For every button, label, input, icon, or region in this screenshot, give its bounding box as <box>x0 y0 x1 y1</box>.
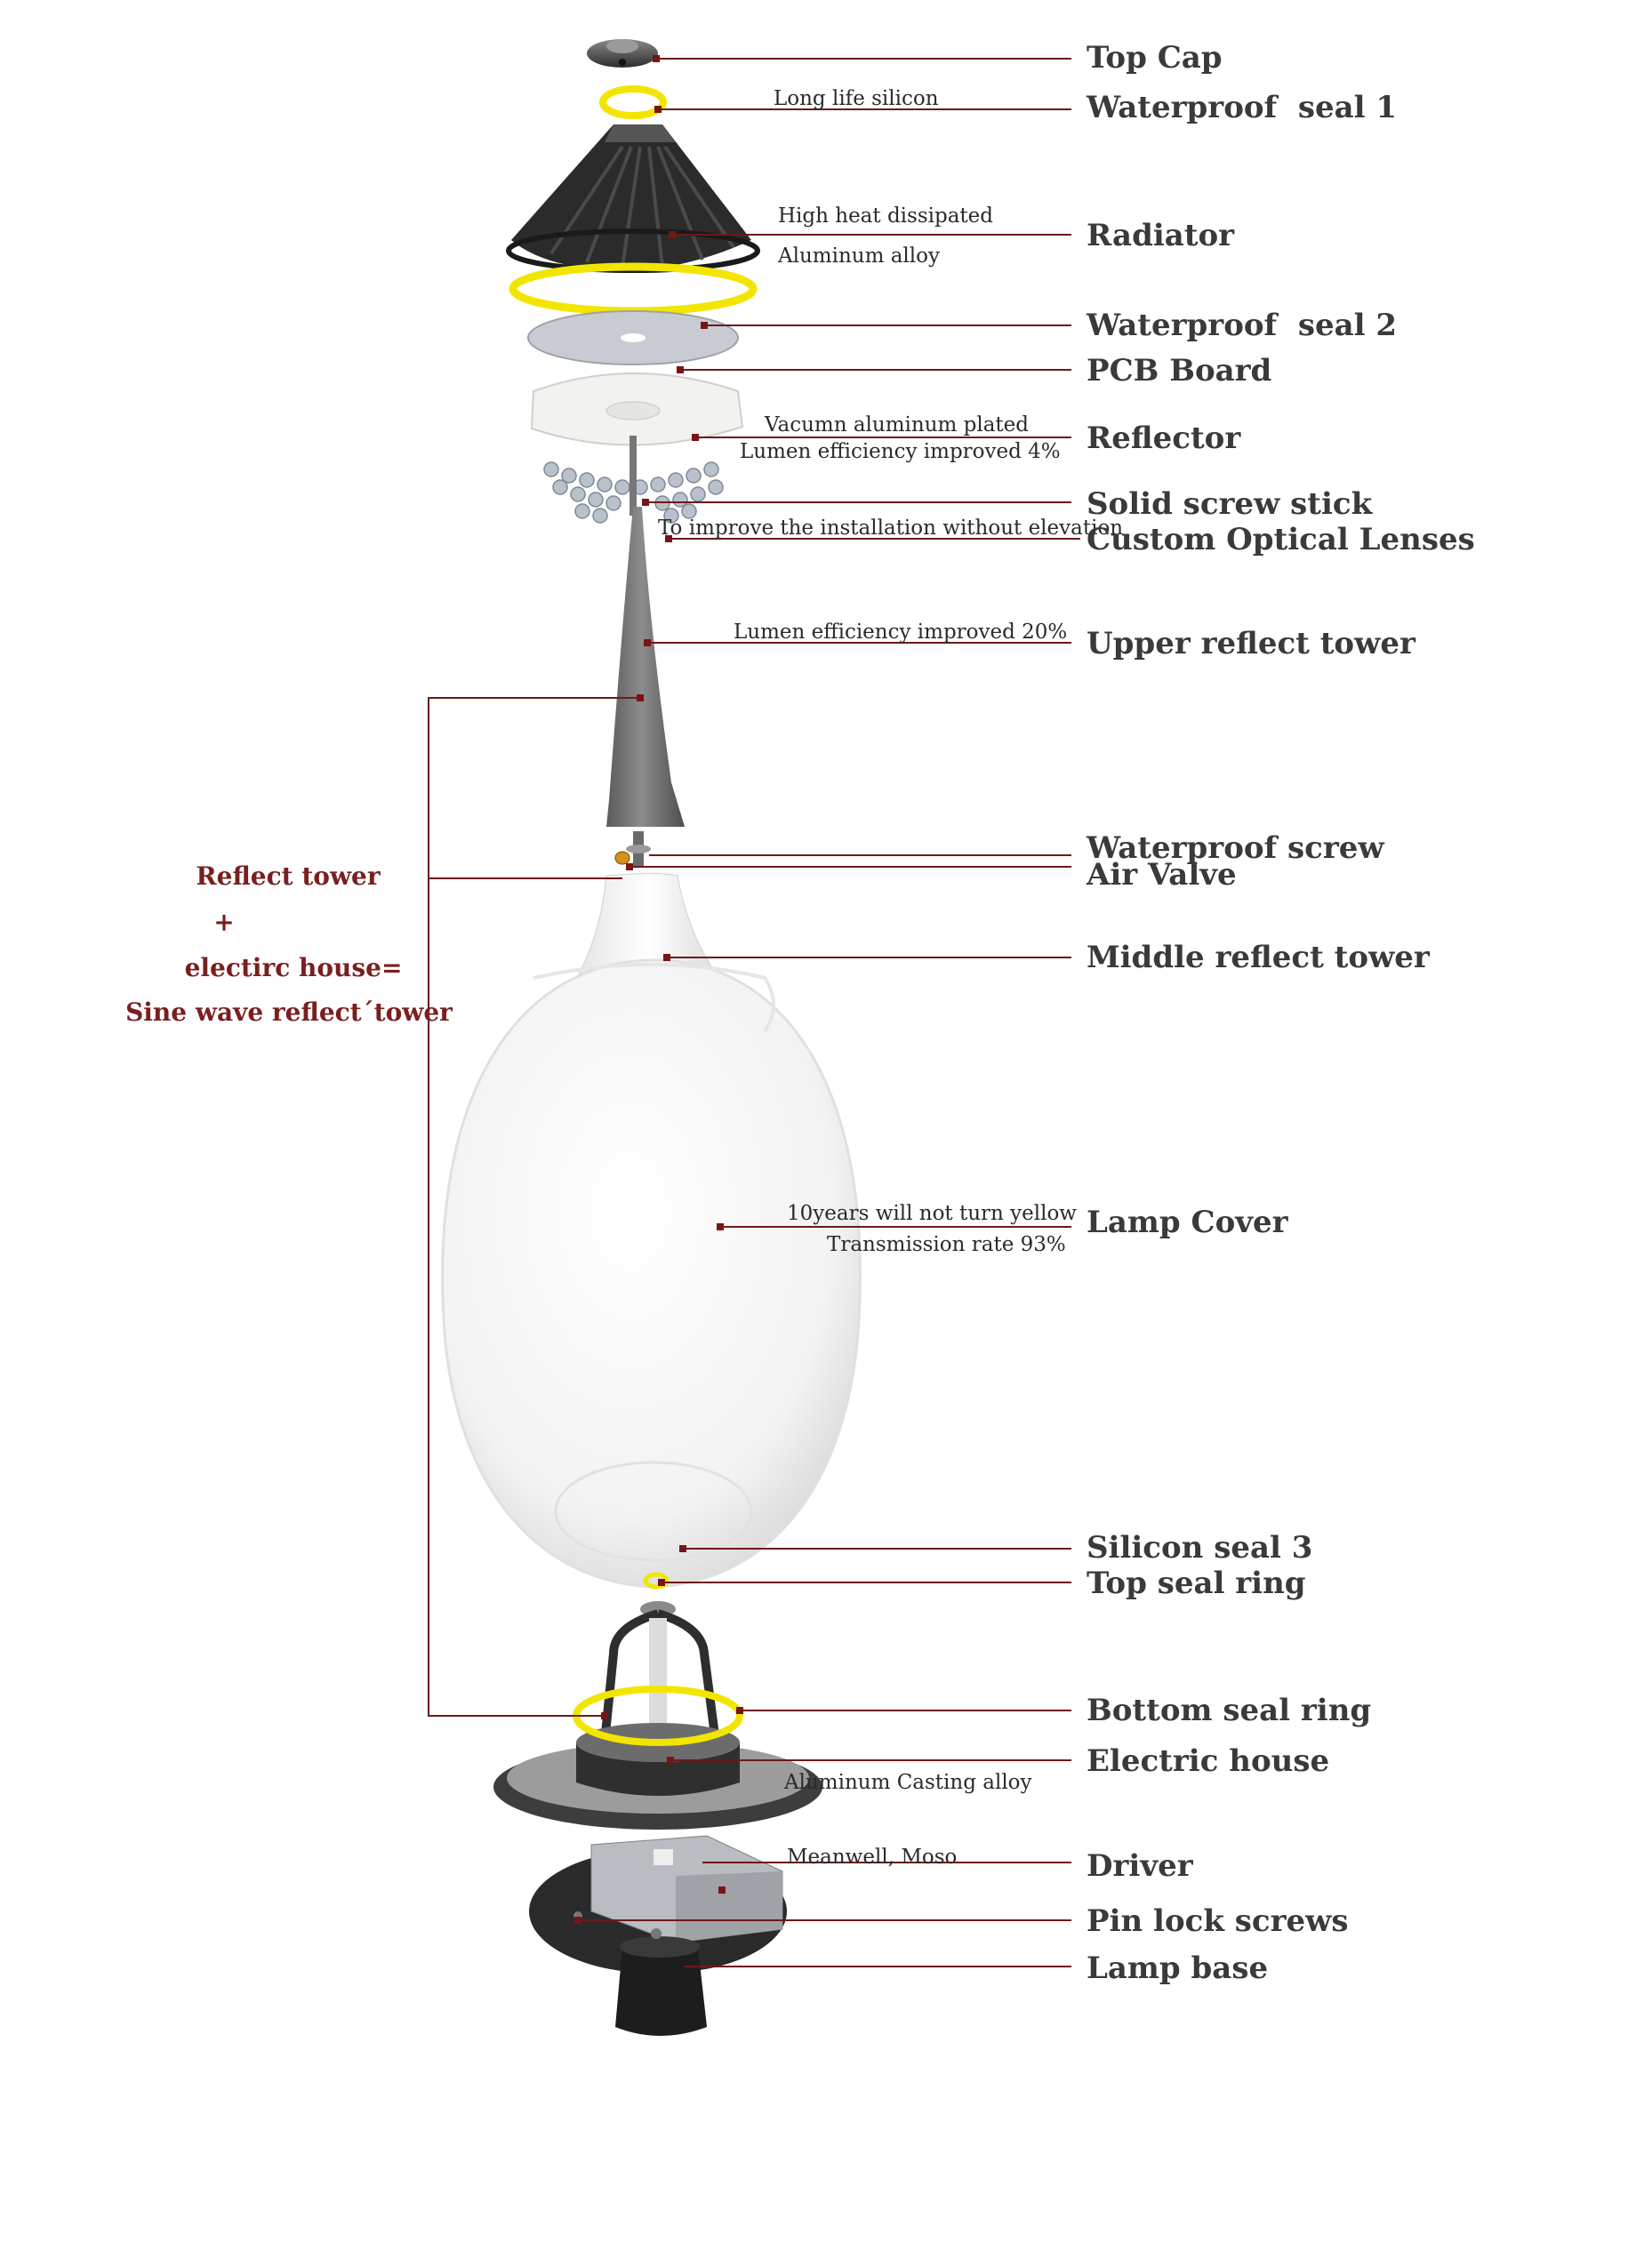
note-lamp-cover-2: Transmission rate 93% <box>827 1233 1066 1256</box>
label-solid-screw-stick: Solid screw stick <box>1087 486 1374 522</box>
side-note-line-2: + <box>213 908 234 937</box>
note-optical-lenses: To improve the installation without elev… <box>658 517 1123 540</box>
note-reflector-1: Vacumn aluminum plated <box>764 413 1029 437</box>
screw-stick-part <box>630 436 637 516</box>
label-top-cap: Top Cap <box>1087 40 1223 76</box>
reflector-part <box>530 372 744 446</box>
note-electric-house: Aluminum Casting alloy <box>783 1771 1032 1794</box>
label-radiator: Radiator <box>1087 218 1235 253</box>
label-lamp-base: Lamp base <box>1087 1951 1268 1986</box>
label-seal-1: Waterproof seal 1 <box>1086 90 1397 125</box>
note-radiator-2: Aluminum alloy <box>777 244 940 268</box>
side-note-line-1: Reflect tower <box>196 861 381 891</box>
note-lamp-cover-1: 10years will not turn yellow <box>787 1202 1077 1225</box>
upper-reflect-tower-part <box>606 507 685 827</box>
label-silicon-seal-3: Silicon seal 3 <box>1087 1530 1312 1566</box>
note-radiator-1: High heat dissipated <box>778 204 993 228</box>
lamp-base-part <box>573 1911 707 2036</box>
note-seal-1: Long life silicon <box>774 87 939 110</box>
top-cap-part <box>587 39 658 68</box>
label-upper-reflect-tower: Upper reflect tower <box>1087 626 1416 661</box>
note-driver: Meanwell, Moso <box>787 1846 957 1869</box>
label-driver: Driver <box>1087 1848 1194 1884</box>
label-seal-2: Waterproof seal 2 <box>1086 308 1397 343</box>
lamp-cover-part <box>441 958 862 1589</box>
label-pin-lock-screws: Pin lock screws <box>1087 1903 1349 1939</box>
note-reflector-2: Lumen efficiency improved 4% <box>740 440 1061 463</box>
seal-2-part <box>509 262 758 316</box>
label-lamp-cover: Lamp Cover <box>1087 1205 1289 1240</box>
label-waterproof-screw: Waterproof screw <box>1086 830 1384 866</box>
pcb-board-part <box>527 310 739 365</box>
label-top-seal-ring: Top seal ring <box>1087 1566 1306 1601</box>
label-electric-house: Electric house <box>1087 1743 1329 1779</box>
label-reflector: Reflector <box>1087 421 1241 456</box>
radiator-part <box>506 124 760 273</box>
label-middle-reflect-tower: Middle reflect tower <box>1087 940 1431 975</box>
seal-1-part <box>599 85 667 119</box>
air-valve-part <box>614 851 630 865</box>
leader-lines <box>574 55 1080 1967</box>
side-note-line-4: Sine wave reflect´tower <box>125 997 453 1027</box>
label-bottom-seal-ring: Bottom seal ring <box>1087 1693 1371 1728</box>
label-pcb-board: PCB Board <box>1087 353 1271 389</box>
waterproof-screw-part <box>626 831 651 867</box>
optical-lenses-part <box>543 461 724 524</box>
label-optical-lenses: Custom Optical Lenses <box>1087 522 1475 557</box>
top-seal-ring-part <box>643 1572 670 1590</box>
side-note-line-3: electirc house= <box>185 953 403 982</box>
note-upper-reflect-tower: Lumen efficiency improved 20% <box>734 621 1067 644</box>
label-air-valve: Air Valve <box>1086 857 1237 893</box>
side-bracket <box>428 694 644 1719</box>
